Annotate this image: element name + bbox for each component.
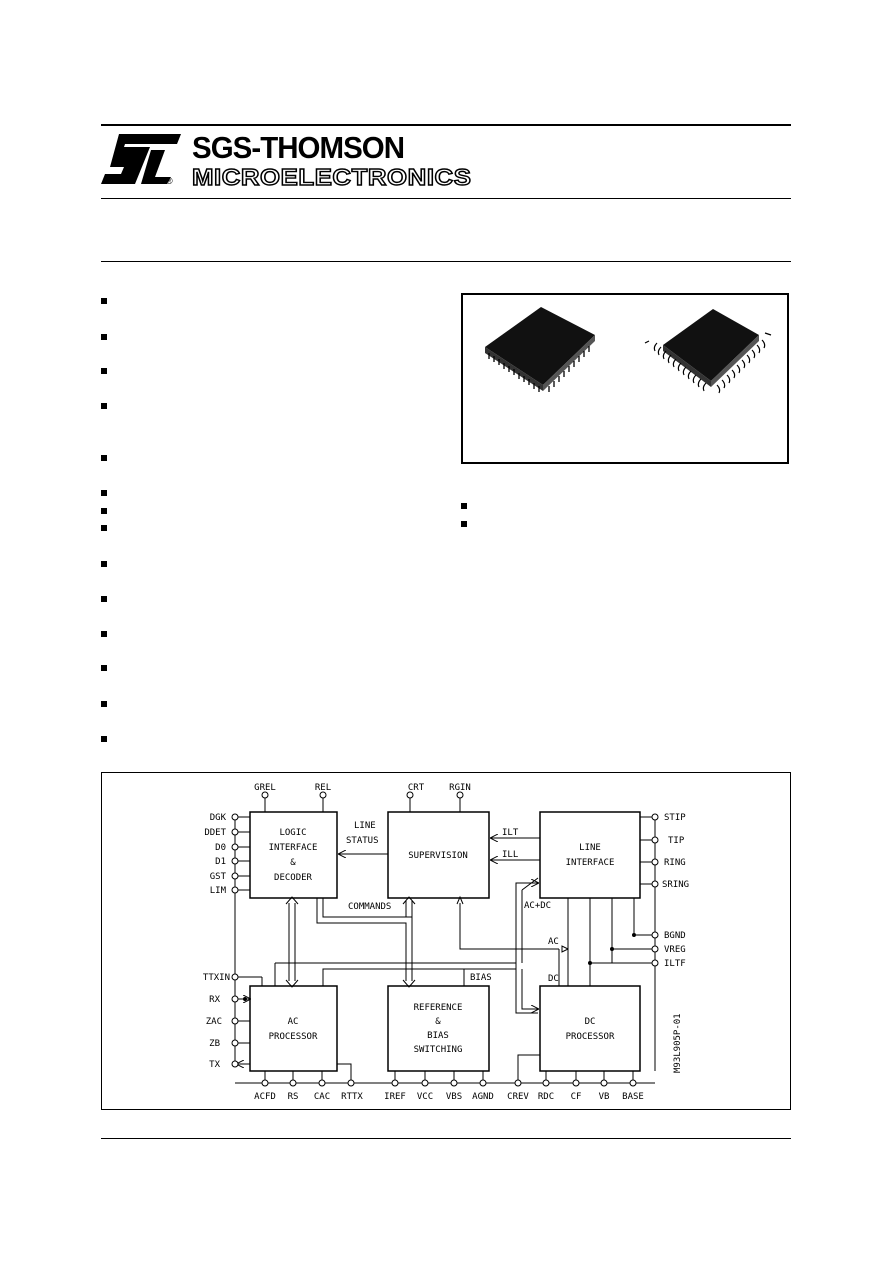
- pin-label: SRING: [662, 880, 689, 890]
- pin-label: IREF: [384, 1092, 406, 1102]
- header-rule-top: [101, 124, 791, 126]
- qfp-package-icon: [644, 309, 772, 394]
- pin-label: RS: [288, 1092, 299, 1102]
- pin-label: ILTF: [664, 959, 686, 969]
- pin-label: RTTX: [341, 1092, 363, 1102]
- brand-name: SGS-THOMSON: [192, 130, 405, 165]
- reference-label: &: [435, 1017, 441, 1027]
- ac-processor-label: AC: [288, 1017, 299, 1027]
- pin-label: GST: [210, 872, 227, 882]
- registered-mark: ®: [166, 176, 173, 186]
- bullet-icon: [101, 596, 107, 602]
- ac-processor-block: [249, 985, 338, 1072]
- ac-processor-label: PROCESSOR: [269, 1032, 318, 1042]
- pin-label: DGK: [210, 813, 227, 823]
- bullet-icon: [101, 298, 107, 304]
- dc-processor-label: PROCESSOR: [566, 1032, 615, 1042]
- bullet-icon: [101, 701, 107, 707]
- line-interface-label: LINE: [579, 843, 601, 853]
- logic-block-label: LOGIC: [279, 828, 306, 838]
- pin-label: D1: [215, 857, 226, 867]
- block-diagram: LOGIC INTERFACE & DECODER SUPERVISION LI…: [101, 772, 791, 1110]
- pin-label: REL: [315, 783, 331, 793]
- pin-label: LIM: [210, 886, 227, 896]
- bullet-icon: [461, 503, 467, 509]
- pin-label: STIP: [664, 813, 686, 823]
- logic-interface-block: [249, 811, 338, 899]
- pin-label: ZB: [209, 1039, 220, 1049]
- pin-label: RGIN: [449, 783, 471, 793]
- bullet-icon: [101, 334, 107, 340]
- footer-rule: [101, 1138, 791, 1139]
- header-rule-bottom: [101, 198, 791, 199]
- dc-processor-block: [539, 985, 641, 1072]
- pin-label: DDET: [204, 828, 226, 838]
- pin-label: TIP: [668, 836, 685, 846]
- pin-label: VBS: [446, 1092, 462, 1102]
- signal-label: BIAS: [470, 973, 492, 983]
- pin-label: CREV: [507, 1092, 529, 1102]
- pin-label: AGND: [472, 1092, 494, 1102]
- pin-label: VCC: [417, 1092, 433, 1102]
- bullet-icon: [101, 490, 107, 496]
- bullet-icon: [101, 455, 107, 461]
- pin-label: BGND: [664, 931, 686, 941]
- plcc-package-icon: [485, 307, 595, 392]
- package-figure: [461, 293, 789, 464]
- pin-label: CF: [571, 1092, 582, 1102]
- reference-label: REFERENCE: [414, 1003, 463, 1013]
- bullet-icon: [101, 736, 107, 742]
- signal-label: STATUS: [346, 836, 379, 846]
- signal-label: AC+DC: [524, 901, 551, 911]
- pin-label: RDC: [538, 1092, 554, 1102]
- bullet-icon: [101, 525, 107, 531]
- pin-label: ACFD: [254, 1092, 276, 1102]
- figure-code: M93L905P-01: [673, 1013, 683, 1073]
- bullet-icon: [461, 521, 467, 527]
- reference-block: [387, 985, 490, 1072]
- dc-processor-label: DC: [585, 1017, 596, 1027]
- logic-block-label: INTERFACE: [269, 843, 318, 853]
- pin-label: ZAC: [206, 1017, 222, 1027]
- logic-block-label: DECODER: [274, 873, 313, 883]
- line-interface-block: [539, 811, 641, 899]
- pin-label: RX: [209, 995, 220, 1005]
- signal-label: ILL: [502, 850, 518, 860]
- bullet-icon: [101, 368, 107, 374]
- signal-label: AC: [548, 937, 559, 947]
- reference-label: BIAS: [427, 1031, 449, 1041]
- supervision-label: SUPERVISION: [408, 851, 468, 861]
- signal-label: COMMANDS: [348, 902, 391, 912]
- pin-label: TX: [209, 1060, 220, 1070]
- pin-label: GREL: [254, 783, 276, 793]
- signal-label: LINE: [354, 821, 376, 831]
- reference-label: SWITCHING: [414, 1045, 463, 1055]
- supervision-block: [387, 811, 490, 899]
- line-interface-label: INTERFACE: [566, 858, 615, 868]
- pin-label: BASE: [622, 1092, 644, 1102]
- bullet-icon: [101, 508, 107, 514]
- bullet-icon: [101, 561, 107, 567]
- pin-label: TTXIN: [203, 973, 230, 983]
- bullet-icon: [101, 665, 107, 671]
- brand-subtitle: MICROELECTRONICS: [191, 163, 472, 190]
- bullet-icon: [101, 631, 107, 637]
- signal-label: DC: [548, 974, 559, 984]
- pin-label: VB: [599, 1092, 610, 1102]
- bullet-icon: [101, 403, 107, 409]
- pin-label: VREG: [664, 945, 686, 955]
- st-logo-icon: [101, 134, 181, 193]
- pin-label: RING: [664, 858, 686, 868]
- pin-label: CAC: [314, 1092, 330, 1102]
- title-rule: [101, 261, 791, 262]
- logic-block-label: &: [290, 858, 296, 868]
- pin-label: D0: [215, 843, 226, 853]
- pin-label: CRT: [408, 783, 425, 793]
- signal-label: ILT: [502, 828, 519, 838]
